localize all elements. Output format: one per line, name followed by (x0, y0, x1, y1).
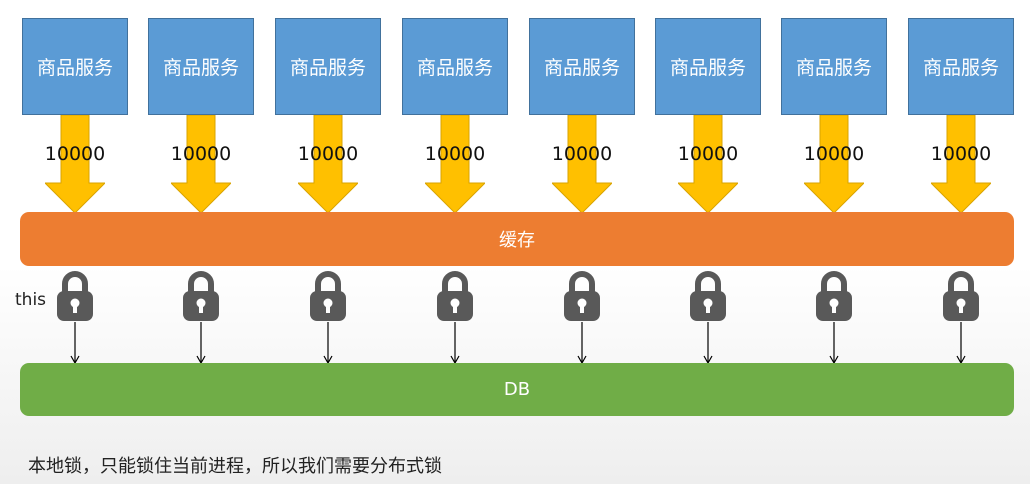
request-count: 10000 (677, 143, 739, 165)
lock-icon (690, 271, 726, 321)
request-count: 10000 (170, 143, 232, 165)
service-box: 商品服务 (908, 18, 1014, 115)
service-label: 商品服务 (922, 57, 999, 79)
request-count: 10000 (803, 143, 865, 165)
service-label: 商品服务 (162, 57, 239, 79)
request-arrow-icon (678, 115, 738, 213)
db-bar: DB (20, 363, 1014, 416)
down-arrow-icon (956, 322, 966, 364)
lock-icon (437, 271, 473, 321)
request-arrow-icon (425, 115, 485, 213)
request-count: 10000 (930, 143, 992, 165)
lock-icon (57, 271, 93, 321)
service-box: 商品服务 (655, 18, 761, 115)
down-arrow-icon (196, 322, 206, 364)
lock-icon (310, 271, 346, 321)
lock-label: this (15, 290, 47, 310)
request-arrow-icon (171, 115, 231, 213)
service-label: 商品服务 (289, 57, 366, 79)
request-count: 10000 (44, 143, 106, 165)
down-arrow-icon (70, 322, 80, 364)
lock-icon (816, 271, 852, 321)
down-arrow-icon (703, 322, 713, 364)
db-label: DB (503, 379, 531, 400)
service-box: 商品服务 (148, 18, 254, 115)
caption: 本地锁，只能锁住当前进程，所以我们需要分布式锁 (28, 456, 442, 477)
request-count: 10000 (297, 143, 359, 165)
request-arrow-icon (298, 115, 358, 213)
service-label: 商品服务 (416, 57, 493, 79)
down-arrow-icon (450, 322, 460, 364)
request-arrow-icon (552, 115, 612, 213)
cache-label: 缓存 (499, 230, 535, 251)
service-box: 商品服务 (275, 18, 381, 115)
lock-icon (943, 271, 979, 321)
request-arrow-icon (931, 115, 991, 213)
service-label: 商品服务 (543, 57, 620, 79)
service-box: 商品服务 (529, 18, 635, 115)
down-arrow-icon (829, 322, 839, 364)
request-arrow-icon (45, 115, 105, 213)
lock-icon (564, 271, 600, 321)
service-label: 商品服务 (669, 57, 746, 79)
lock-icon (183, 271, 219, 321)
service-label: 商品服务 (795, 57, 872, 79)
request-count: 10000 (424, 143, 486, 165)
down-arrow-icon (577, 322, 587, 364)
cache-bar: 缓存 (20, 212, 1014, 266)
request-count: 10000 (551, 143, 613, 165)
down-arrow-icon (323, 322, 333, 364)
service-label: 商品服务 (36, 57, 113, 79)
service-box: 商品服务 (402, 18, 508, 115)
service-box: 商品服务 (781, 18, 887, 115)
request-arrow-icon (804, 115, 864, 213)
service-box: 商品服务 (22, 18, 128, 115)
